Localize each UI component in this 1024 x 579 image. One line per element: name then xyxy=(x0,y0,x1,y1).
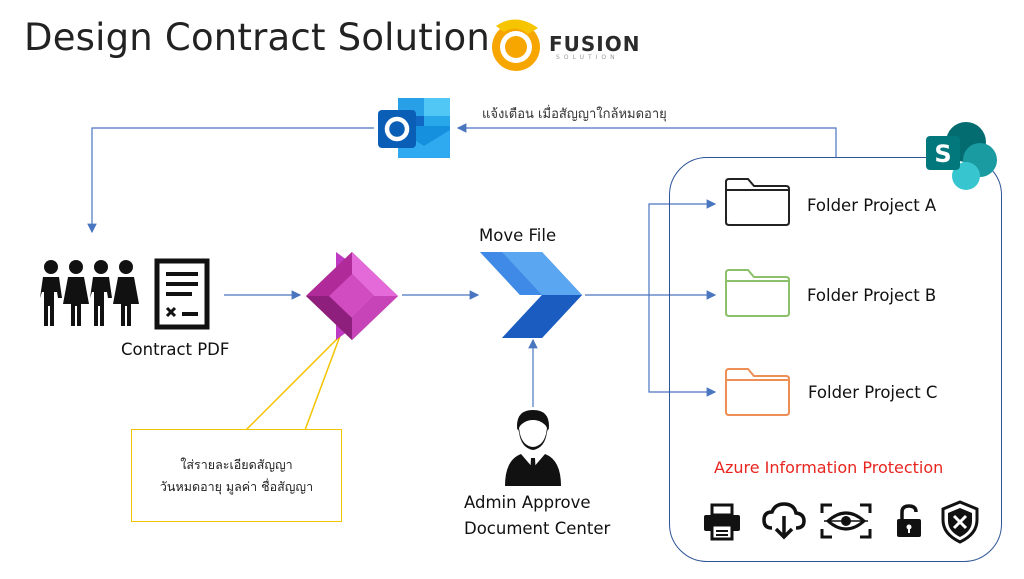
document-icon xyxy=(154,258,210,330)
details-callout: ใส่รายละเอียดสัญญา วันหมดอายุ มูลค่า ชื่… xyxy=(131,429,342,522)
folder-b-label: Folder Project B xyxy=(807,286,937,305)
power-apps-icon xyxy=(306,252,398,340)
logo-subtext: SOLUTION xyxy=(556,54,619,61)
folder-c-icon xyxy=(725,368,790,416)
notification-label: แจ้งเตือน เมื่อสัญญาใกล้หมดอายุ xyxy=(482,107,667,122)
admin-person-icon xyxy=(505,410,561,486)
folder-b-icon xyxy=(725,269,790,317)
fusion-logo-icon xyxy=(492,19,540,71)
svg-text:S: S xyxy=(934,140,951,168)
logo-text: FUSION xyxy=(549,32,641,56)
sharepoint-icon: S xyxy=(926,122,997,190)
folder-a-icon xyxy=(725,178,790,226)
folder-a-label: Folder Project A xyxy=(807,196,937,215)
printer-icon xyxy=(704,503,740,541)
move-file-label: Move File xyxy=(479,226,557,245)
sharepoint-container xyxy=(669,157,1002,562)
page-title: Design Contract Solution xyxy=(24,16,490,59)
callout-line2: วันหมดอายุ มูลค่า ชื่อสัญญา xyxy=(159,478,314,494)
people-icon xyxy=(40,260,139,326)
callout-line1: ใส่รายละเอียดสัญญา xyxy=(180,456,293,472)
admin-label-line2: Document Center xyxy=(464,519,611,538)
aip-label: Azure Information Protection xyxy=(714,458,944,477)
shield-x-icon xyxy=(941,500,979,544)
power-automate-icon xyxy=(480,252,582,338)
eye-scan-icon xyxy=(820,503,872,539)
folder-c-label: Folder Project C xyxy=(808,383,938,402)
unlock-icon xyxy=(897,504,921,537)
contract-label: Contract PDF xyxy=(121,340,230,359)
admin-label-line1: Admin Approve xyxy=(464,493,591,512)
outlook-icon xyxy=(378,98,450,158)
cloud-download-icon xyxy=(762,502,806,540)
